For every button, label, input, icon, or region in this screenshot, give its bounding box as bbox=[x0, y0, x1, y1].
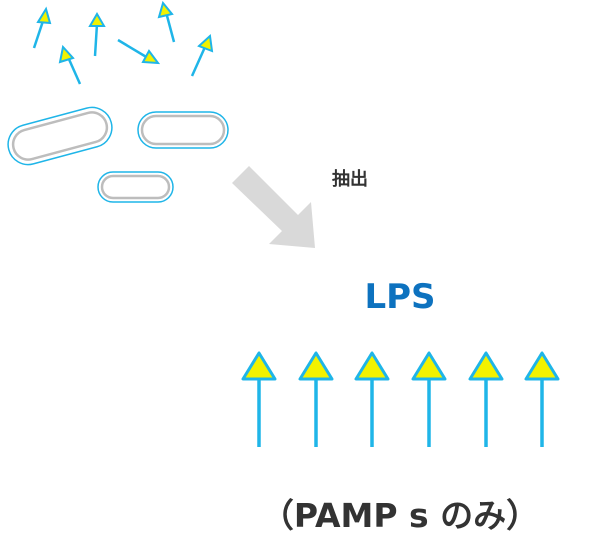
bacterium-small bbox=[97, 171, 174, 203]
scattered-lps-group bbox=[32, 0, 214, 85]
scattered-lps-arrow bbox=[88, 12, 106, 57]
extraction-arrow bbox=[232, 166, 315, 248]
bacterium-medium bbox=[137, 111, 229, 149]
scattered-lps-arrow bbox=[32, 6, 52, 49]
lps-arrow bbox=[298, 351, 334, 447]
lps-arrow bbox=[411, 351, 447, 447]
lps-arrow bbox=[241, 351, 277, 447]
scattered-lps-arrow bbox=[117, 38, 161, 65]
scattered-lps-arrow bbox=[157, 0, 176, 43]
lps-label: LPS bbox=[364, 277, 435, 317]
scattered-lps-arrow bbox=[190, 33, 214, 77]
bacteria-group bbox=[7, 106, 229, 203]
lps-arrow bbox=[354, 351, 390, 447]
pamps-only-label: （PAMP s のみ） bbox=[261, 496, 539, 535]
extract-label: 抽出 bbox=[332, 168, 368, 190]
scattered-lps-arrow bbox=[58, 44, 82, 85]
lps-arrow bbox=[524, 351, 560, 447]
lps-arrow bbox=[468, 351, 504, 447]
bacterium-large bbox=[7, 106, 113, 166]
lps-arrow-row bbox=[241, 351, 560, 447]
